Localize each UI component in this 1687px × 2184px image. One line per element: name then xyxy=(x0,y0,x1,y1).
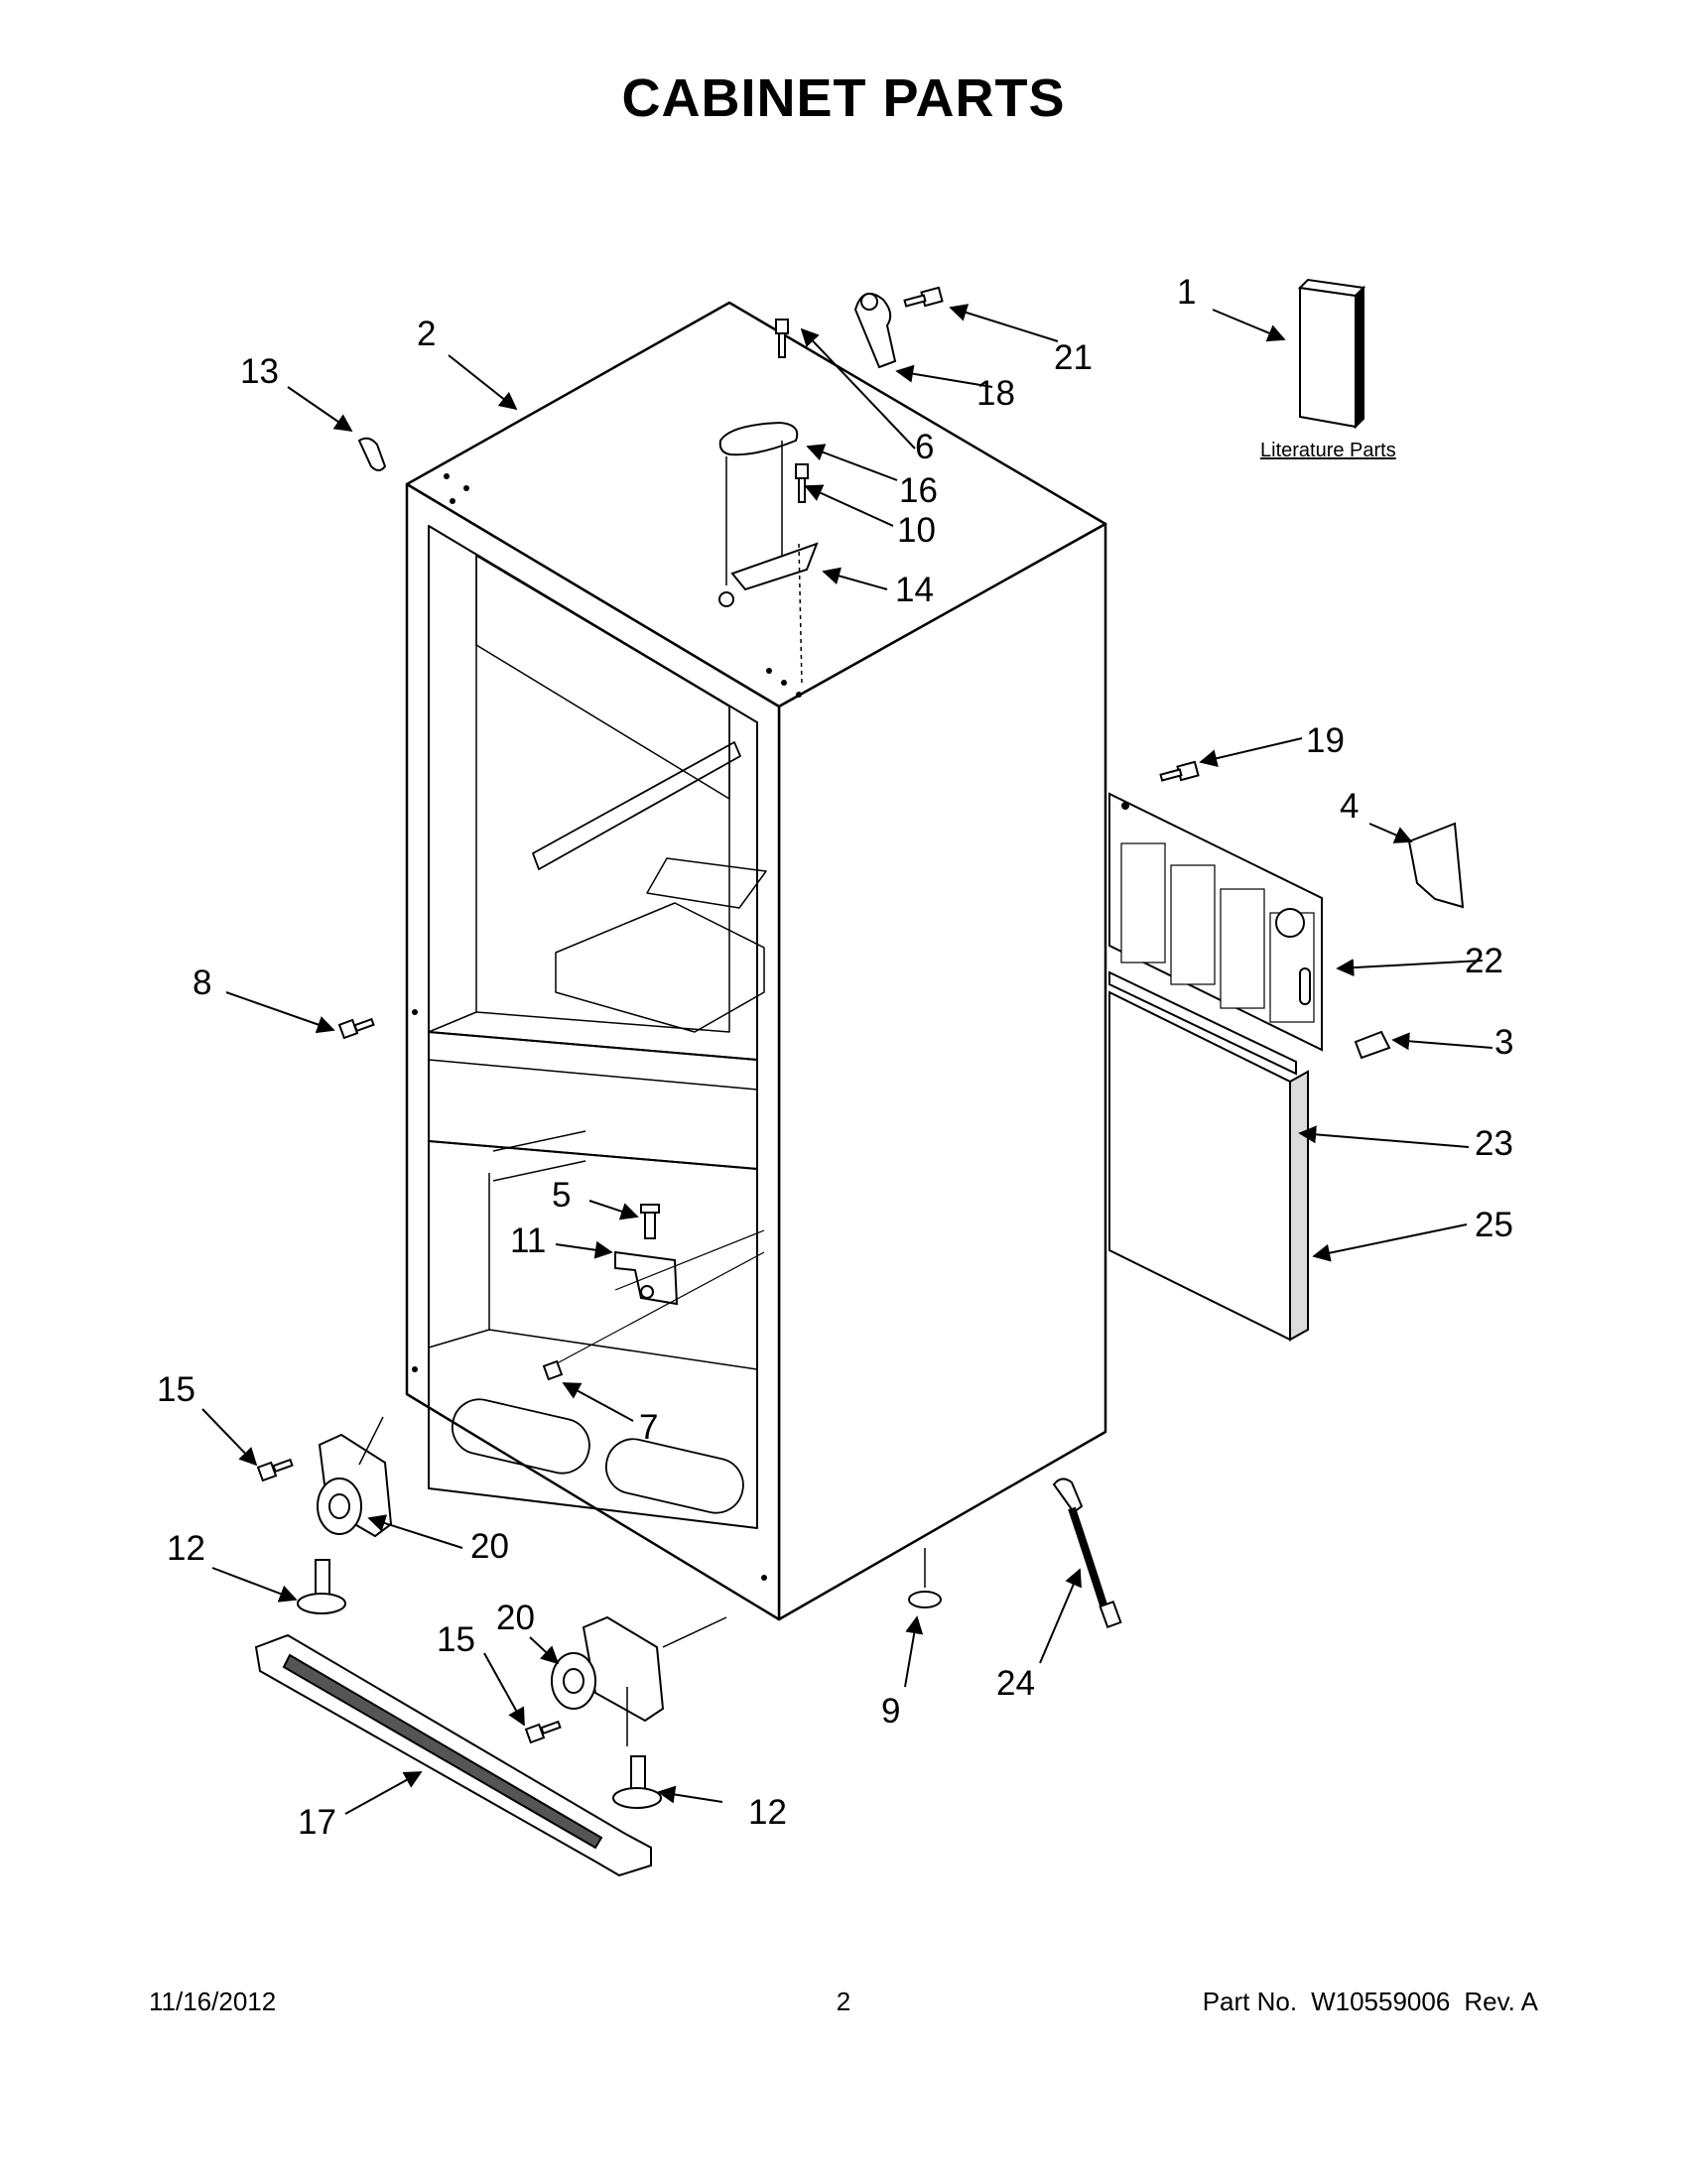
callout-25: 25 xyxy=(1475,1206,1513,1244)
callout-24: 24 xyxy=(996,1664,1035,1703)
callout-15-top: 15 xyxy=(157,1370,195,1409)
callout-9: 9 xyxy=(881,1692,900,1731)
roller-left xyxy=(317,1416,393,1538)
callout-6: 6 xyxy=(915,428,934,466)
part-13-top-trim xyxy=(357,437,387,471)
part-4-clip xyxy=(1407,822,1465,909)
roller-screws xyxy=(256,1458,562,1744)
footer-part-number: Part No. W10559006 Rev. A xyxy=(1203,1987,1538,2017)
part-25-panel xyxy=(1108,990,1309,1342)
callout-22: 22 xyxy=(1465,942,1503,980)
callout-7: 7 xyxy=(639,1408,658,1447)
cabinet-screw-holes xyxy=(412,473,802,1581)
callout-8: 8 xyxy=(193,964,211,1002)
callout-2: 2 xyxy=(417,315,436,353)
callout-16: 16 xyxy=(899,471,938,510)
part-number-value: W10559006 xyxy=(1311,1987,1451,2016)
callout-3: 3 xyxy=(1494,1023,1513,1062)
freezer-bracket-assembly xyxy=(542,1204,765,1381)
footer-page-number: 2 xyxy=(836,1987,851,2016)
revision-label: Rev. A xyxy=(1464,1987,1538,2016)
callout-5: 5 xyxy=(552,1176,571,1215)
page-title: CABINET PARTS xyxy=(621,68,1066,128)
part-22-rear-grille xyxy=(1108,792,1323,1052)
callout-20-top: 20 xyxy=(470,1527,509,1566)
callout-17: 17 xyxy=(298,1803,336,1842)
part-24-power-cord xyxy=(1052,1477,1122,1629)
callout-4: 4 xyxy=(1340,787,1359,826)
callout-12-bottom: 12 xyxy=(748,1793,787,1832)
part-19-screw xyxy=(1159,760,1200,782)
part-23-strip xyxy=(1108,970,1297,1076)
top-hinge-assembly xyxy=(718,319,819,686)
part-17-base-grille xyxy=(254,1633,652,1877)
callout-14: 14 xyxy=(895,571,934,609)
callout-11: 11 xyxy=(510,1221,546,1260)
part-9-plug xyxy=(908,1548,942,1608)
callout-15-bottom: 15 xyxy=(437,1620,475,1659)
callout-23: 23 xyxy=(1475,1124,1513,1163)
part-3-clip xyxy=(1354,1030,1391,1060)
part-8-screw xyxy=(337,1017,375,1040)
callout-20-bottom: 20 xyxy=(496,1599,535,1637)
callout-arrows xyxy=(201,304,1493,1815)
leveling-feet xyxy=(297,1559,662,1809)
callout-18: 18 xyxy=(976,374,1015,413)
callout-13: 13 xyxy=(240,352,279,391)
part-number-label: Part No. xyxy=(1202,1987,1298,2016)
literature-parts-label: Literature Parts xyxy=(1260,440,1396,461)
callout-10: 10 xyxy=(897,511,936,550)
callout-21: 21 xyxy=(1054,338,1093,377)
callout-1: 1 xyxy=(1177,273,1196,312)
footer-date: 11/16/2012 xyxy=(149,1987,277,2016)
callout-19: 19 xyxy=(1306,721,1345,760)
hinge-cover-and-screw xyxy=(853,286,944,369)
cabinet-shell xyxy=(405,301,1107,1621)
callout-labels: 1 2 3 4 5 6 7 8 9 10 11 12 12 13 14 15 1… xyxy=(157,273,1513,1842)
part-1-literature xyxy=(1297,278,1366,430)
callout-12-top: 12 xyxy=(167,1529,205,1568)
roller-right xyxy=(551,1615,727,1723)
